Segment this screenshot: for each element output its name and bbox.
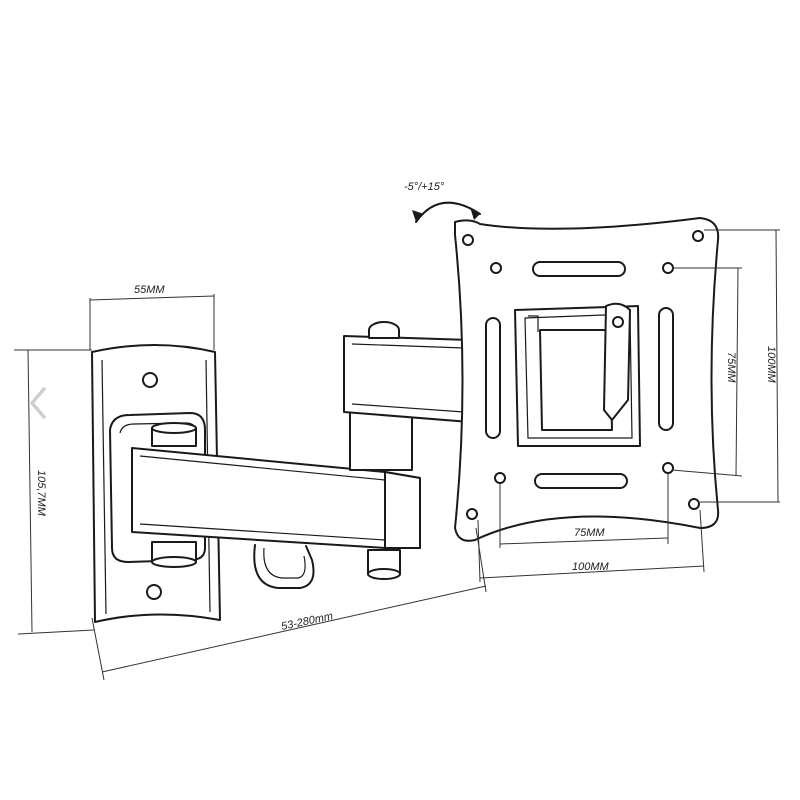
tilt-indicator: -5°/+15° [404,181,481,223]
dim-plate-height: 105,7MM [14,349,95,635]
vesa-inner-v-label: 75MM [725,352,737,383]
tilt-label: -5°/+15° [404,181,445,193]
dim-vesa-outer-horizontal: 100MM [477,509,705,583]
plate-width-label: 55MM [134,284,165,296]
plate-height-label: 105,7MM [35,470,47,517]
dim-plate-width: 55MM [89,284,215,350]
prev-image-button[interactable] [26,383,52,423]
first-arm [131,447,421,589]
chevron-left-icon [30,387,46,419]
second-arm [343,321,471,471]
dim-vesa-inner-horizontal: 75MM [499,474,669,548]
vesa-inner-h-label: 75MM [574,527,605,539]
vesa-plate [454,217,720,542]
extension-label: 53-280mm [280,610,334,633]
vesa-outer-h-label: 100MM [572,561,610,573]
dim-vesa-outer-vertical: 100MM [700,229,780,503]
vesa-outer-v-label: 100MM [765,346,777,384]
dim-vesa-inner-vertical: 75MM [671,267,743,477]
